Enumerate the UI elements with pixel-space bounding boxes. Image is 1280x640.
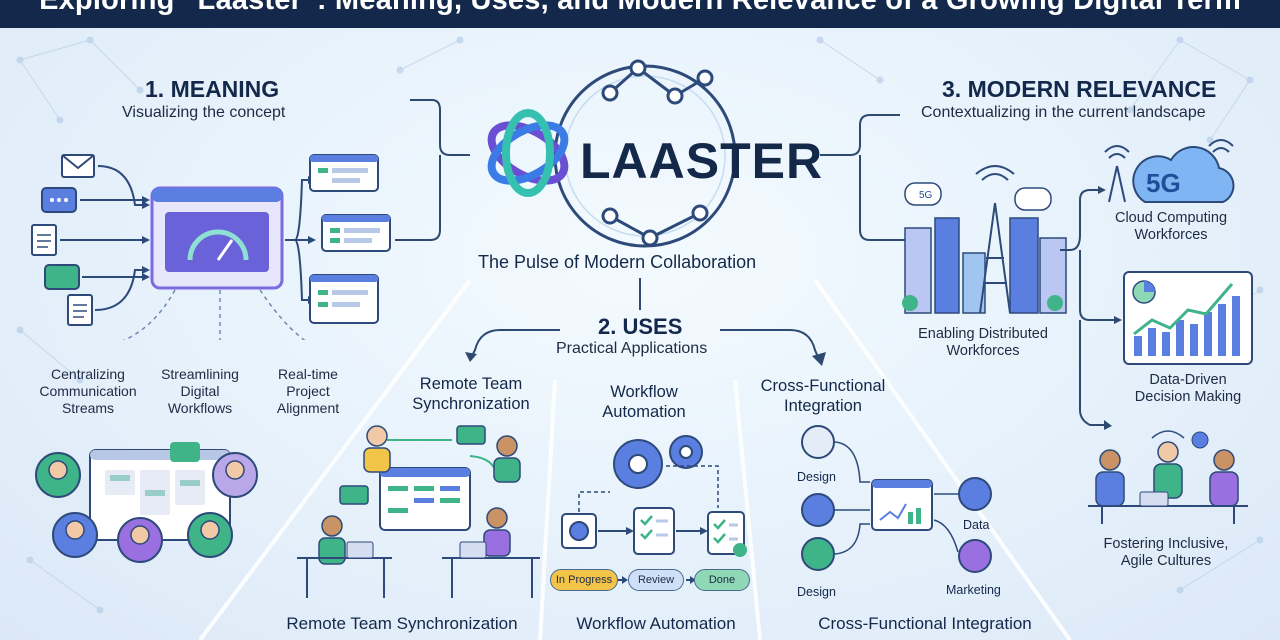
use-footer-remote: Remote Team Synchronization [286,614,518,633]
meaning-caption-3: Real-time Project Alignment [276,366,340,416]
meaning-caption-1: Centralizing Communication Streams [39,366,137,416]
relevance-connectors [1060,186,1122,430]
stage-pill-done: Done [694,569,750,591]
uses-subheading: Practical Applications [556,340,708,357]
meaning-diagram [31,154,391,340]
dept-label-marketing: Marketing [946,583,1001,597]
cloud-5g-badge: 5G [1146,168,1181,198]
page-title: Exploring “Laaster”: Meaning, Uses, and … [39,0,1241,16]
dept-label-data: Data [963,518,990,532]
dept-label-design-1: Design [797,470,836,484]
stage-pill-review: Review [628,569,684,591]
tagline: The Pulse of Modern Collaboration [478,252,757,272]
team-dashboard-illustration [35,442,258,563]
cloud-5g-illustration [1104,139,1235,203]
use-label-automation: Workflow Automation [602,383,686,421]
uses-heading: 2. USES [598,314,683,339]
relevance-item-distributed: Enabling Distributed Workforces [918,326,1048,359]
data-chart-illustration [1123,271,1253,365]
meaning-subheading: Visualizing the concept [122,104,286,121]
relevance-subheading: Contextualizing in the current landscape [921,104,1206,121]
cross-functional-illustration [801,425,992,573]
workflow-automation-illustration [561,435,747,584]
dept-label-design-2: Design [797,585,836,599]
use-footer-integration: Cross-Functional Integration [818,614,1032,633]
use-footer-automation: Workflow Automation [576,614,736,633]
relevance-item-cloud: Cloud Computing Workforces [1114,210,1228,243]
title-bar: Exploring “Laaster”: Meaning, Uses, and … [0,0,1280,28]
relevance-item-inclusive: Fostering Inclusive, Agile Cultures [1103,536,1229,569]
remote-team-illustration [297,425,540,598]
relevance-item-data: Data-Driven Decision Making [1134,372,1242,405]
inclusive-team-illustration [1088,430,1248,524]
meaning-heading: 1. MEANING [145,76,280,102]
city-skyline-illustration [902,165,1067,314]
laaster-logo [487,59,737,248]
logo-wordmark: LAASTER [580,133,824,189]
use-label-remote: Remote Team Synchronization [412,375,530,413]
city-5g-tag: 5G [919,190,933,201]
meaning-caption-2: Streamlining Digital Workflows [161,366,239,416]
stage-pill-in-progress: In Progress [550,569,618,591]
use-label-integration: Cross-Functional Integration [760,377,886,415]
relevance-heading: 3. MODERN RELEVANCE [942,76,1217,102]
